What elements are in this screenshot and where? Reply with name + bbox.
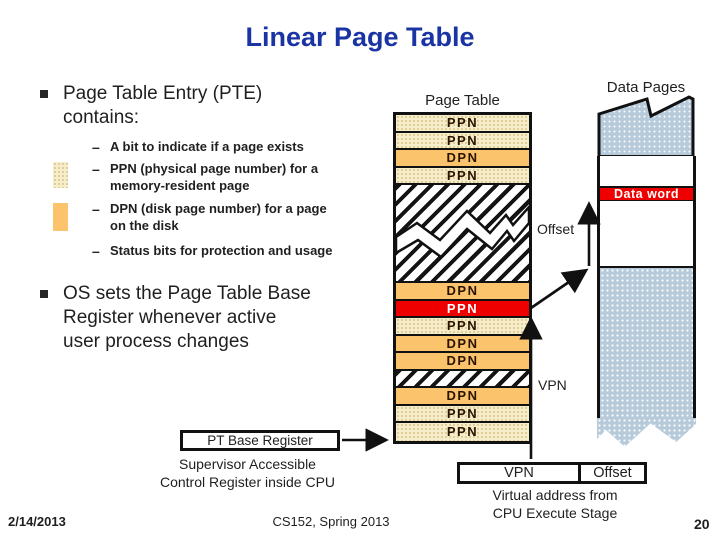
page-table-hatch-row: [396, 370, 529, 388]
pte-row: PPN: [396, 115, 529, 133]
va-offset-field: Offset: [593, 465, 632, 481]
page-table-heading: Page Table: [425, 92, 500, 109]
torn-edge-zigzag: [396, 205, 529, 259]
dash-icon: –: [92, 139, 100, 155]
pt-base-caption-line1: Supervisor Accessible: [179, 456, 316, 472]
page-table-hatch-section: [396, 185, 529, 283]
footer-page-number: 20: [694, 516, 710, 532]
pte-row: PPN: [396, 132, 529, 150]
pt-base-caption-line2: Control Register inside CPU: [159, 474, 336, 490]
ppn-legend-swatch: [53, 162, 68, 188]
data-page-white-top: [597, 156, 696, 186]
bullet-status-bits: Status bits for protection and usage: [110, 243, 333, 258]
bullet-valid-bit: A bit to indicate if a page exists: [110, 139, 304, 154]
virtual-address-box: VPN Offset: [457, 462, 647, 484]
data-page-white-body: [597, 201, 696, 268]
bullet-dpn: DPN (disk page number) for a page on the…: [110, 201, 327, 233]
dpn-legend-swatch: [53, 203, 68, 231]
pte-row: PPN: [396, 423, 529, 441]
va-caption-line1: Virtual address from: [492, 487, 618, 503]
pte-to-page-arrow: [530, 268, 589, 310]
pte-row: DPN: [396, 388, 529, 406]
data-pages-torn-bottom: [597, 418, 696, 447]
bullet-icon: [40, 290, 48, 298]
pt-base-register-box: PT Base Register: [180, 430, 340, 451]
footer-course: CS152, Spring 2013: [272, 514, 390, 529]
pte-row: PPN: [396, 167, 529, 185]
data-pages-heading: Data Pages: [606, 79, 686, 96]
page-table: PPN PPN DPN PPN DPN PPN PPN DPN DPN DPN …: [393, 112, 532, 444]
data-word-row: Data word: [597, 186, 696, 202]
dash-icon: –: [92, 243, 100, 259]
bullet-icon: [40, 90, 48, 98]
va-caption-line2: CPU Execute Stage: [492, 505, 618, 521]
va-vpn-field: VPN: [460, 465, 581, 481]
bullet-pte: Page Table Entry (PTE) contains:: [63, 83, 263, 128]
pte-row: PPN: [396, 318, 529, 336]
bullet-ppn: PPN (physical page number) for a memory-…: [110, 161, 319, 193]
data-pages-torn-top: [597, 95, 695, 158]
pte-row: DPN: [396, 283, 529, 301]
bullet-os-ptbr: OS sets the Page Table Base Register whe…: [63, 283, 311, 352]
pte-row: PPN: [396, 405, 529, 423]
footer-date: 2/14/2013: [8, 514, 66, 529]
vpn-arrow-label: VPN: [538, 377, 567, 393]
pte-row: DPN: [396, 353, 529, 371]
pte-row-selected: PPN: [396, 300, 529, 318]
dash-icon: –: [92, 161, 100, 177]
data-pages-blue-section: [597, 268, 696, 418]
offset-arrow-label: Offset: [537, 221, 575, 237]
pte-row: DPN: [396, 335, 529, 353]
slide-title: Linear Page Table: [245, 22, 475, 52]
dash-icon: –: [92, 201, 100, 217]
pte-row: DPN: [396, 150, 529, 168]
